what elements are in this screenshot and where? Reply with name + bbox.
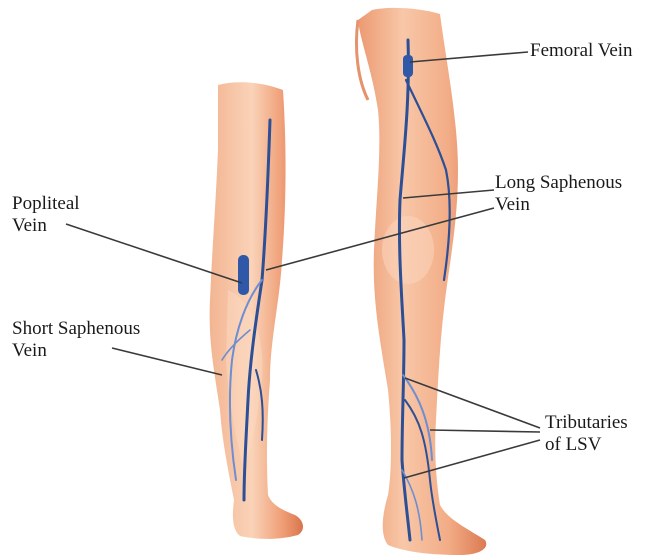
label-short-saphenous-vein: Short Saphenous Vein — [12, 318, 140, 362]
label-femoral-vein: Femoral Vein — [530, 40, 633, 62]
label-popliteal-vein: Popliteal Vein — [12, 193, 80, 237]
leader-tributary-2 — [430, 430, 540, 432]
leader-lines — [66, 52, 540, 478]
label-tributaries-of-lsv: Tributaries of LSV — [545, 412, 628, 456]
label-long-saphenous-vein: Long Saphenous Vein — [495, 172, 622, 216]
